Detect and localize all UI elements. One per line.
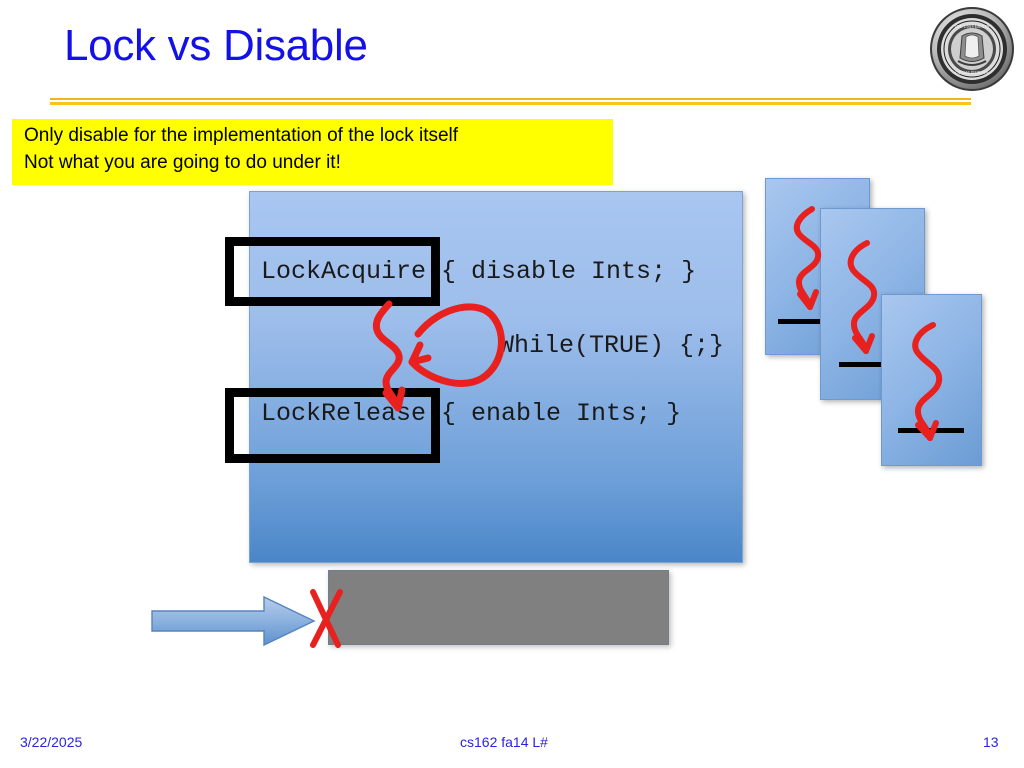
page-title: Lock vs Disable [64,21,368,70]
thread-card-1-baseline [778,319,833,324]
title-divider-upper [50,98,971,100]
callout-line-2: Not what you are going to do under it! [24,151,341,173]
thread-card-3-baseline [898,428,964,433]
footer-page-number: 13 [983,734,999,750]
code-line-while-true: While(TRUE) {;} [499,331,725,360]
callout-box: Only disable for the implementation of t… [12,119,613,185]
thread-card-2-baseline [839,362,897,367]
footer-date: 3/22/2025 [20,734,83,750]
uc-berkeley-seal-logo: THE UNIVERSITY OF CALIFORNIA [928,6,1016,92]
highlight-box-lock-acquire [225,237,440,306]
title-divider [50,98,971,106]
footer-course: cs162 fa14 L# [460,734,548,750]
blue-arrow [151,595,316,647]
thread-card-3 [881,294,982,466]
highlight-box-lock-release [225,388,440,463]
svg-text:THE UNIVERSITY: THE UNIVERSITY [954,24,991,29]
code-line-lock-acquire: LockAcquire { disable Ints; } [261,257,697,286]
callout-line-1: Only disable for the implementation of t… [24,125,459,146]
title-divider-lower [50,102,971,105]
blocker-bar [328,570,669,645]
svg-text:OF CALIFORNIA: OF CALIFORNIA [955,70,989,75]
code-line-lock-release: LockRelease { enable Ints; } [261,399,682,428]
